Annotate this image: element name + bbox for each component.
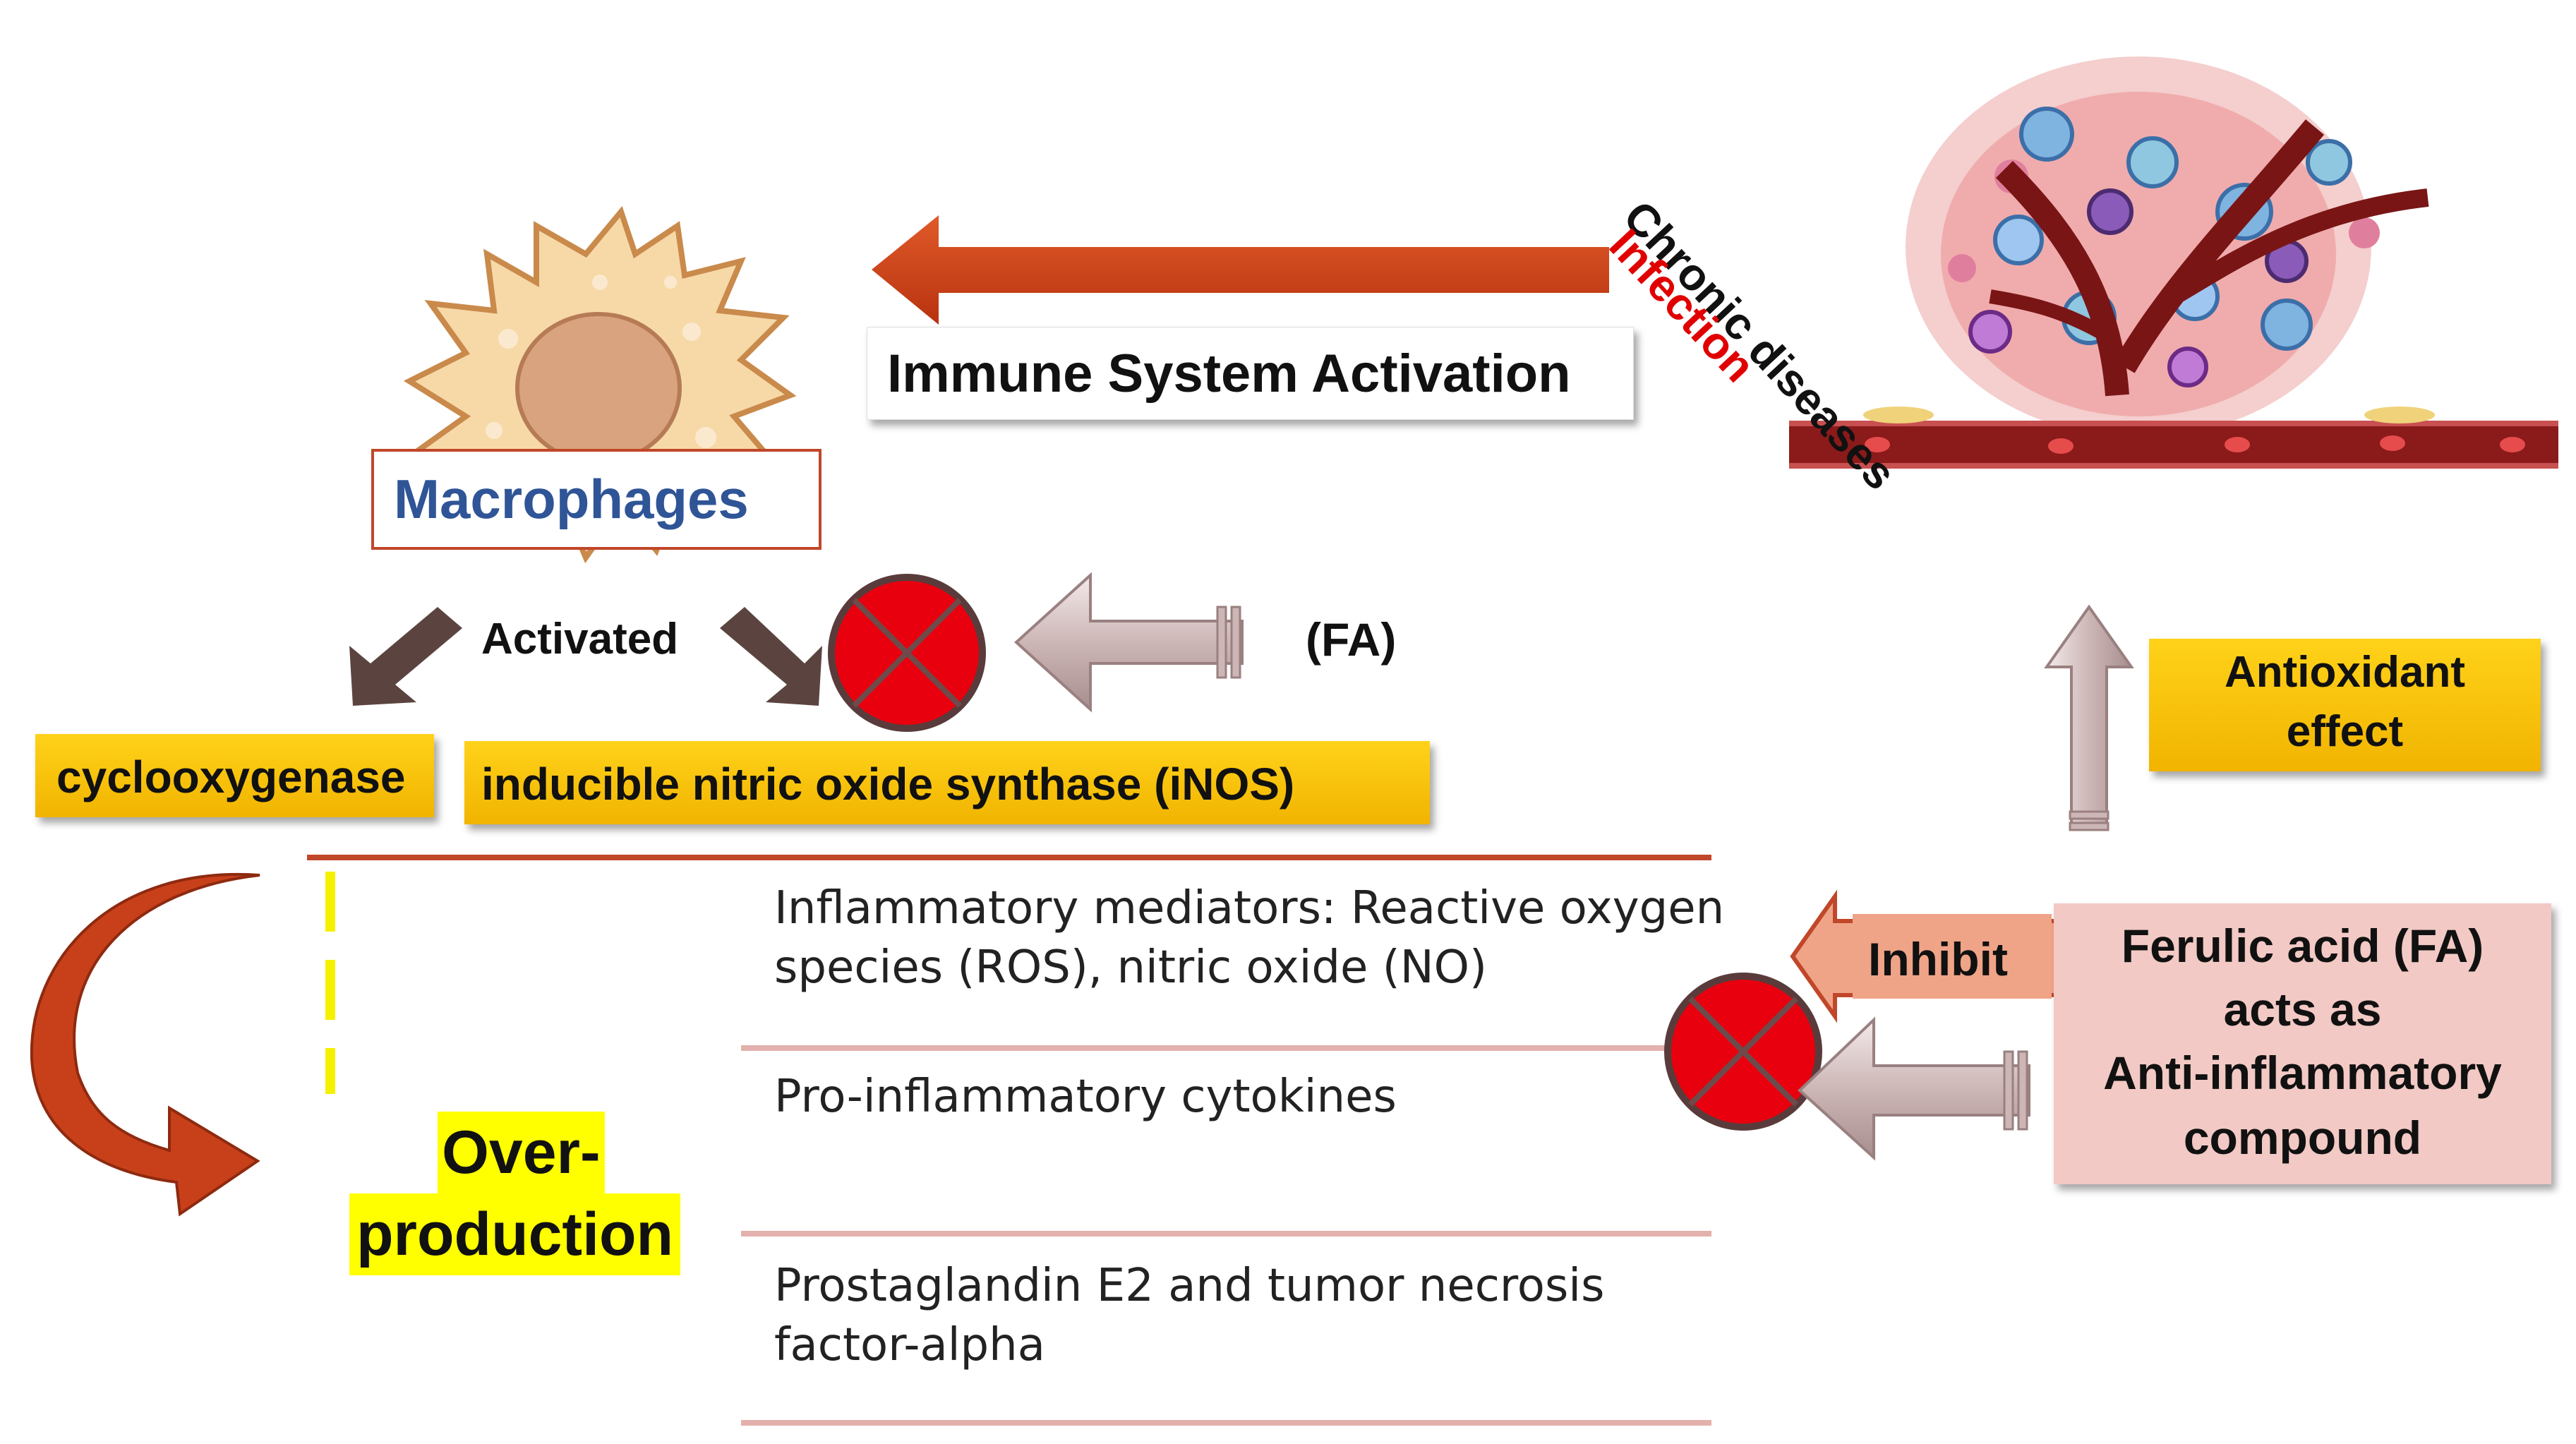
ferulic-line-1: Ferulic acid (FA) bbox=[2121, 920, 2484, 972]
antioxidant-line-2: effect bbox=[2286, 707, 2404, 756]
fa-arrow-bottom-icon bbox=[1798, 1016, 2030, 1161]
tissue-illustration-icon bbox=[1789, 56, 2558, 469]
macrophages-box: Macrophages bbox=[371, 449, 821, 550]
inos-label: inducible nitric oxide synthase (iNOS) bbox=[481, 759, 1295, 810]
activated-arrow-right-icon bbox=[720, 607, 822, 706]
immune-activation-label: Immune System Activation bbox=[887, 344, 1571, 404]
antioxidant-box: Antioxidant effect bbox=[2149, 639, 2541, 771]
ferulic-line-3: Anti-inflammatory bbox=[2103, 1047, 2502, 1099]
mediator-3-line-1: Prostaglandin E2 and tumor necrosis bbox=[774, 1260, 1605, 1312]
ferulic-line-4: compound bbox=[2183, 1112, 2422, 1164]
mediator-1-line-1: Inflammatory mediators: Reactive oxygen bbox=[774, 882, 1725, 934]
fa-label: (FA) bbox=[1306, 613, 1397, 666]
inhibit-label: Inhibit bbox=[1868, 933, 2008, 985]
mediator-3-line-2: factor-alpha bbox=[774, 1319, 1045, 1371]
cyclooxygenase-box: cyclooxygenase bbox=[35, 734, 434, 817]
activated-label: Activated bbox=[481, 615, 679, 663]
overproduction-line-1: Over- bbox=[438, 1112, 605, 1193]
macrophages-label: Macrophages bbox=[394, 468, 749, 530]
immune-activation-box: Immune System Activation bbox=[867, 327, 1634, 420]
activated-arrow-left-icon bbox=[349, 607, 462, 706]
mediator-1-line-2: species (ROS), nitric oxide (NO) bbox=[774, 941, 1487, 994]
overproduction-box: Over- production bbox=[349, 1112, 709, 1280]
antioxidant-line-1: Antioxidant bbox=[2225, 648, 2465, 697]
antioxidant-arrow-icon bbox=[2044, 604, 2134, 831]
inos-box: inducible nitric oxide synthase (iNOS) bbox=[464, 741, 1430, 824]
fa-arrow-top-icon bbox=[1014, 572, 1244, 713]
ferulic-line-2: acts as bbox=[2223, 983, 2382, 1035]
inhibition-symbol-bottom-icon bbox=[1664, 973, 1822, 1131]
inhibit-box: Inhibit bbox=[1853, 914, 2052, 999]
ferulic-acid-box: Ferulic acid (FA) acts as Anti-inflammat… bbox=[2054, 903, 2551, 1184]
curved-arrow-icon bbox=[30, 872, 260, 1217]
cyclooxygenase-label: cyclooxygenase bbox=[56, 752, 406, 802]
mediator-2: Pro-inflammatory cytokines bbox=[774, 1071, 1397, 1123]
inhibition-symbol-top-icon bbox=[828, 574, 986, 732]
activation-arrow-icon bbox=[872, 215, 1609, 325]
overproduction-line-2: production bbox=[349, 1193, 681, 1275]
